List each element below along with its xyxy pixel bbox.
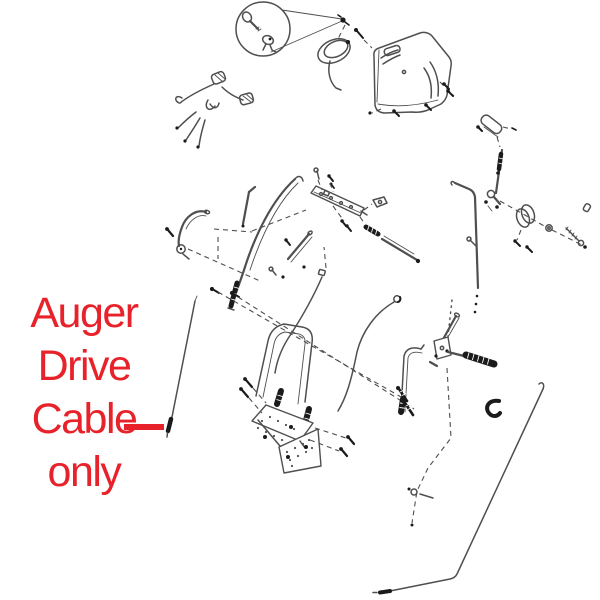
tension-spring [359, 216, 381, 237]
cover-screws [368, 81, 455, 117]
wiring-harness [174, 70, 255, 149]
mounting-bolt [337, 14, 350, 26]
bracket-flag [363, 196, 388, 211]
plate-screws [239, 377, 356, 458]
bracket-screws [313, 167, 352, 232]
detail-leader-lines [270, 9, 350, 53]
label-pointer-line [124, 424, 164, 430]
speed-lever [428, 312, 461, 368]
mid-tube [227, 175, 304, 311]
shift-cap [582, 203, 592, 213]
traction-cable [337, 295, 402, 412]
key-switch-icon [261, 34, 277, 53]
cable-clamp [407, 487, 434, 499]
shift-nut [545, 224, 553, 232]
label-line-4: only [47, 448, 122, 496]
shift-pivot [484, 189, 502, 212]
cable-clamp-chain [407, 367, 452, 527]
ignition-key-icon [241, 11, 262, 32]
label-line-3: Cable [31, 395, 138, 443]
shift-bolt [565, 226, 587, 249]
belt-cover [373, 31, 452, 114]
auger-drive-cable-label: Auger Drive Cable only [8, 287, 160, 499]
key-detail-circle [235, 1, 291, 57]
cable-hook-clip [485, 398, 502, 419]
lower-shift-rod [372, 382, 545, 595]
z-cable [274, 246, 327, 374]
bezel-wire [328, 60, 342, 91]
speed-rod [447, 180, 480, 337]
handlebar-bolts [396, 386, 415, 417]
label-line-2: Drive [37, 342, 132, 390]
auger-drive-cable [165, 295, 198, 438]
mounting-plates [251, 404, 322, 474]
control-rod [380, 235, 421, 264]
bezel-screw [354, 28, 373, 49]
alignment-dash-lines-long [217, 291, 415, 410]
label-line-1: Auger [30, 289, 139, 337]
headlight-bezel [317, 37, 351, 91]
shift-rod-upper [494, 136, 504, 195]
shift-linkage [466, 200, 592, 253]
control-bracket [310, 185, 368, 217]
left-crank-handle [165, 209, 211, 260]
shift-clamp [515, 204, 536, 228]
speed-spring [445, 349, 498, 368]
shift-grip [476, 114, 517, 138]
mid-lever [241, 185, 257, 228]
chute-lever [268, 230, 313, 279]
alignment-dash-lines-left [187, 209, 307, 298]
